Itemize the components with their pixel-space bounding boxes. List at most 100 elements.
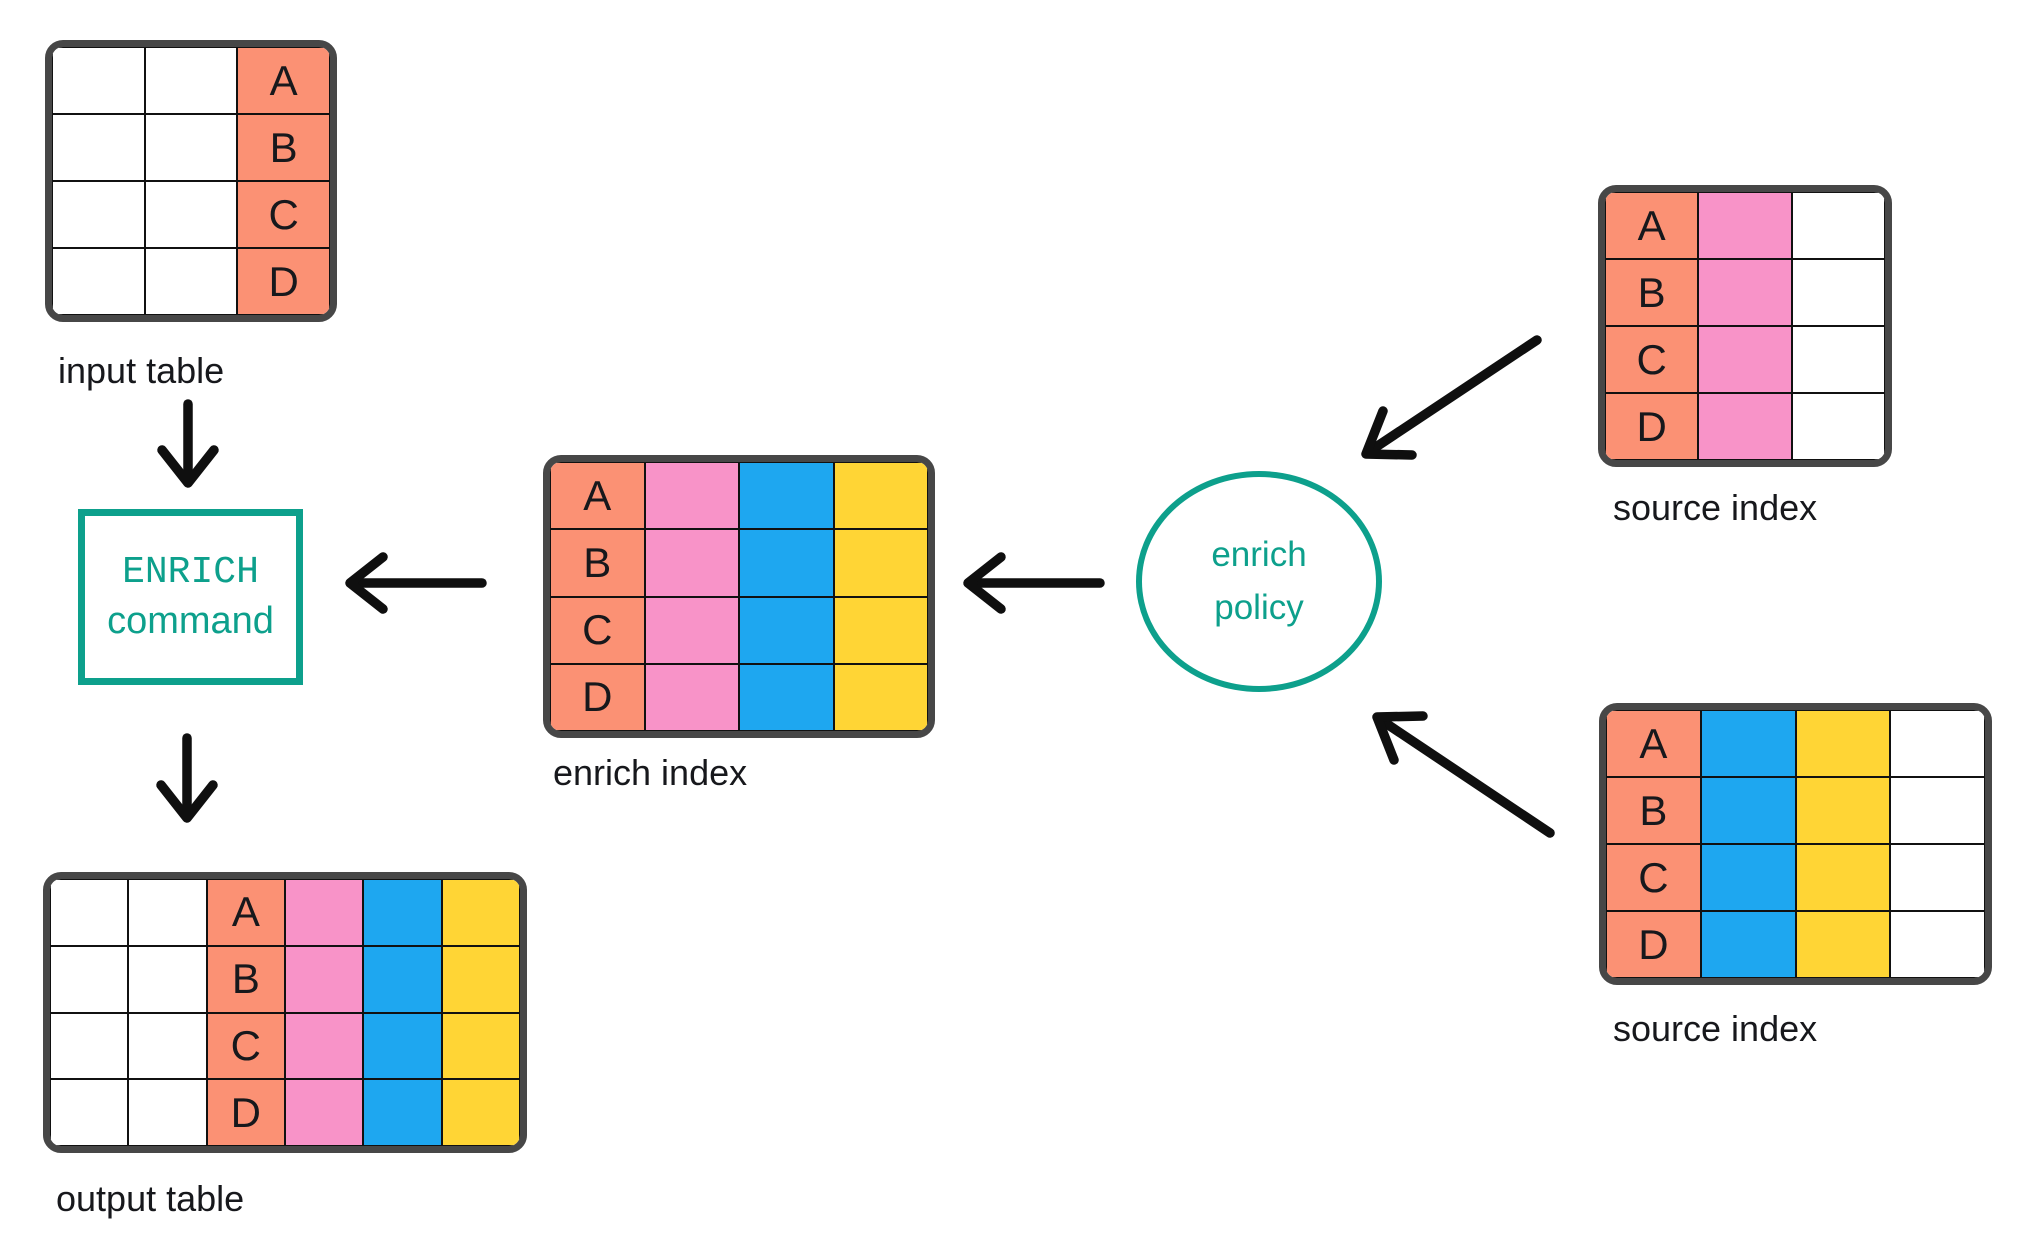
table-cell (833, 529, 928, 597)
arrow-input-table-to-enrich-command (157, 399, 219, 488)
enrich-policy-line2: policy (1214, 587, 1304, 627)
table-cell-letter: B (206, 945, 285, 1013)
table-cell (363, 1079, 442, 1146)
enrich-policy-line1: enrich (1211, 535, 1307, 574)
table-cell-letter: D (206, 1079, 285, 1146)
table-cell (1890, 710, 1985, 777)
table-cell (739, 462, 834, 530)
table-cell (1700, 844, 1796, 911)
table-cell (52, 248, 145, 315)
table-cell (644, 462, 739, 530)
table-cell (285, 945, 364, 1013)
enrich-index-label: enrich index (553, 752, 748, 793)
table-cell-letter: C (550, 596, 645, 664)
table-cell (441, 945, 520, 1013)
table-cell (1700, 710, 1796, 777)
table-cell (128, 1079, 207, 1146)
enrich-command-line1: ENRICH (122, 551, 259, 594)
table-cell (52, 47, 145, 114)
table-cell (1890, 844, 1985, 911)
table-cell (1698, 326, 1792, 393)
table-cell (1791, 393, 1885, 460)
table-cell-letter: C (237, 181, 330, 248)
table-cell (833, 663, 928, 731)
table-cell (441, 879, 520, 946)
table-cell (833, 462, 928, 530)
table-cell (739, 663, 834, 731)
table-cell (144, 181, 238, 248)
table-cell (1698, 192, 1792, 259)
output-table-label: output table (56, 1178, 245, 1219)
table-cell (833, 596, 928, 664)
table-cell (363, 879, 442, 946)
table-cell (1795, 710, 1891, 777)
table-cell (50, 1012, 129, 1080)
table-cell (50, 1079, 129, 1146)
table-cell (128, 945, 207, 1013)
table-cell-letter: A (206, 879, 285, 946)
enrich-policy-circle: enrich policy (1136, 471, 1382, 692)
table-cell (1890, 911, 1985, 978)
table-cell (52, 181, 145, 248)
table-cell-letter: A (1606, 710, 1701, 777)
table-cell-letter: D (1606, 911, 1701, 978)
table-cell-letter: A (550, 462, 645, 530)
table-cell (739, 596, 834, 664)
table-cell (1795, 911, 1891, 978)
table-cell (363, 945, 442, 1013)
table-cell (1698, 259, 1792, 326)
table-cell (1700, 777, 1796, 844)
table-cell (50, 879, 129, 946)
source-index-top-label: source index (1613, 487, 1818, 528)
table-cell-letter: D (237, 248, 330, 315)
table-cell (285, 1079, 364, 1146)
table-cell (441, 1012, 520, 1080)
enrich-command-box: ENRICH command (78, 509, 303, 685)
table-cell (144, 114, 238, 181)
table-cell-letter: B (1605, 259, 1699, 326)
table-cell (644, 596, 739, 664)
arrow-enrich-index-to-enrich-command (345, 552, 487, 614)
table-cell (144, 47, 238, 114)
table-cell (285, 1012, 364, 1080)
input-table-label: input table (58, 350, 225, 391)
table-cell (1890, 777, 1985, 844)
table-cell-letter: C (1606, 844, 1701, 911)
table-cell-letter: C (206, 1012, 285, 1080)
table-cell (1700, 911, 1796, 978)
arrow-source-index-bottom-to-enrich-policy (1372, 711, 1555, 838)
table-cell (1795, 844, 1891, 911)
table-cell (644, 663, 739, 731)
enrich-command-line2: command (107, 600, 274, 642)
table-cell (1791, 326, 1885, 393)
table-cell (144, 248, 238, 315)
source-index-bottom-label: source index (1613, 1008, 1818, 1049)
table-cell (363, 1012, 442, 1080)
arrow-enrich-command-to-output-table (156, 733, 218, 823)
table-cell (1795, 777, 1891, 844)
table-cell-letter: A (237, 47, 330, 114)
table-cell (441, 1079, 520, 1146)
table-cell (285, 879, 364, 946)
table-cell-letter: B (237, 114, 330, 181)
arrow-enrich-policy-to-enrich-index (963, 552, 1105, 614)
table-cell (644, 529, 739, 597)
table-cell (128, 879, 207, 946)
table-cell (52, 114, 145, 181)
arrow-source-index-top-to-enrich-policy (1361, 335, 1542, 460)
table-cell (1791, 192, 1885, 259)
table-cell-letter: B (550, 529, 645, 597)
table-cell (1791, 259, 1885, 326)
table-cell (1698, 393, 1792, 460)
table-cell (739, 529, 834, 597)
table-cell-letter: A (1605, 192, 1699, 259)
table-cell-letter: D (550, 663, 645, 731)
table-cell (128, 1012, 207, 1080)
table-cell (50, 945, 129, 1013)
